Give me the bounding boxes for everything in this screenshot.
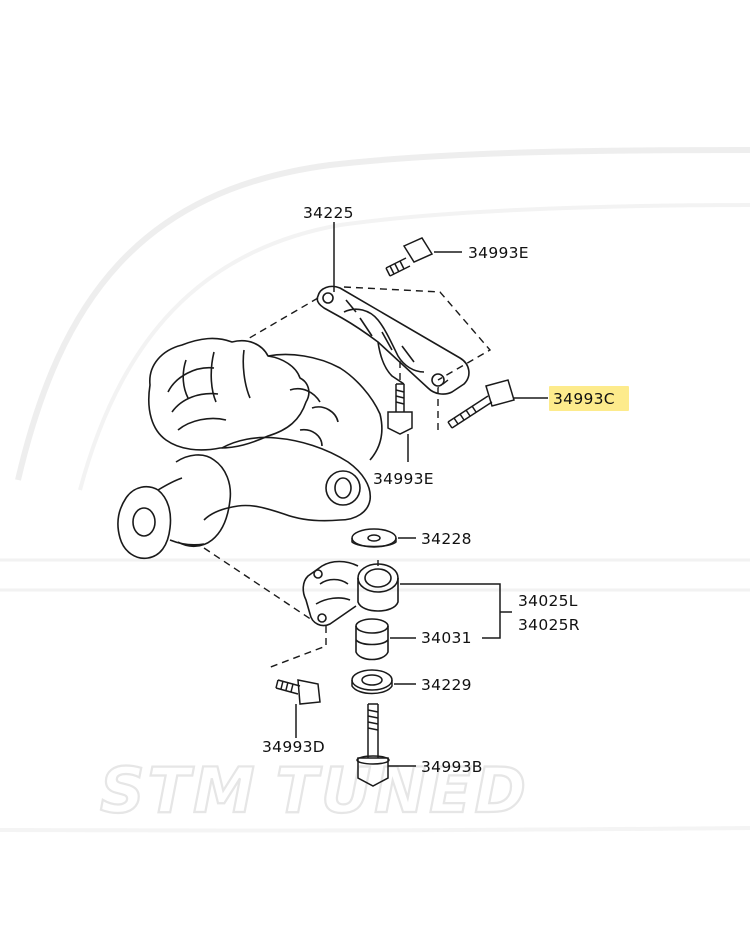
bolt-shank bbox=[447, 395, 493, 429]
watermark bbox=[0, 147, 750, 833]
washer-outer bbox=[351, 528, 397, 548]
bolt-thread bbox=[389, 260, 405, 275]
bolt-thread bbox=[453, 405, 477, 425]
label-34993C: 34993C bbox=[553, 390, 615, 408]
bolt-34993E-mid bbox=[387, 383, 413, 435]
bolt-shank bbox=[385, 257, 411, 277]
mount-sleeve-top-inner bbox=[364, 568, 392, 588]
label-34025L: 34025L bbox=[518, 592, 578, 610]
washer-edge bbox=[351, 538, 397, 548]
dash-bolt-c-to-bracket bbox=[437, 379, 449, 430]
dash-diff-to-mount bbox=[203, 547, 313, 621]
watermark-part1: STM bbox=[100, 754, 258, 827]
bolt-thread bbox=[367, 709, 379, 731]
bracket-outline bbox=[316, 285, 470, 395]
diff-input-bore bbox=[132, 507, 156, 537]
bolt-flange bbox=[356, 755, 390, 765]
diff-input-housing bbox=[175, 454, 232, 548]
dash-bolt-top-to-bracket bbox=[343, 286, 492, 381]
mount-arm-web bbox=[315, 578, 351, 605]
part-labels: 34225 34993E 34993C 34993E 34228 34025L … bbox=[262, 204, 615, 776]
label-34993E-top: 34993E bbox=[468, 244, 529, 262]
differential-housing bbox=[117, 337, 383, 560]
bolt-shank bbox=[275, 679, 301, 695]
bolt-head bbox=[485, 379, 515, 407]
bolt-34993E-top bbox=[385, 237, 434, 277]
bracket-leg bbox=[377, 341, 405, 385]
bushing-34031 bbox=[355, 618, 389, 661]
label-34025R: 34025R bbox=[518, 616, 580, 634]
bolt-head bbox=[357, 757, 389, 787]
label-34993D: 34993D bbox=[262, 738, 325, 756]
diff-cover-ribs bbox=[167, 349, 251, 431]
bolt-head bbox=[297, 679, 321, 705]
washer-inner bbox=[367, 534, 381, 542]
mount-hole-upper bbox=[313, 569, 323, 579]
leader-34025 bbox=[400, 583, 501, 639]
bracket-web bbox=[343, 308, 425, 373]
bolt-shank bbox=[367, 703, 379, 758]
label-34993E-mid: 34993E bbox=[373, 470, 434, 488]
mount-hole-lower bbox=[317, 613, 327, 623]
leader-lines bbox=[295, 222, 548, 767]
bracket-ribs bbox=[345, 299, 415, 363]
bolt-34993C bbox=[447, 379, 515, 429]
washer-34229 bbox=[351, 669, 393, 695]
bracket-hole-front bbox=[322, 292, 334, 304]
label-34229: 34229 bbox=[421, 676, 472, 694]
diff-body-upper bbox=[267, 353, 383, 461]
washer-34228 bbox=[351, 528, 397, 548]
dash-bracket-to-diff bbox=[245, 297, 319, 341]
bolt-head bbox=[387, 411, 413, 435]
highlight-34993C bbox=[549, 386, 629, 411]
watermark-swoosh-lower bbox=[0, 826, 750, 833]
label-34031: 34031 bbox=[421, 629, 472, 647]
bolt-head bbox=[402, 237, 434, 263]
washer-outer bbox=[351, 669, 393, 691]
bushing-groove bbox=[355, 639, 389, 646]
watermark-swoosh-inner bbox=[78, 203, 750, 491]
label-34228: 34228 bbox=[421, 530, 472, 548]
diff-input-flange bbox=[117, 485, 172, 560]
bolt-34993D bbox=[275, 679, 321, 705]
diff-cover-outline bbox=[148, 337, 310, 451]
diff-body-outline bbox=[203, 436, 372, 522]
bushing-body bbox=[355, 626, 389, 661]
dash-mount-to-bolt-d bbox=[267, 626, 327, 669]
washer-inner bbox=[361, 674, 383, 686]
label-34225: 34225 bbox=[303, 204, 354, 222]
mount-sleeve-body bbox=[357, 578, 399, 612]
bolt-34993B bbox=[356, 703, 390, 787]
watermark-swoosh-outer bbox=[15, 147, 750, 481]
watermark-swoosh-band bbox=[0, 558, 750, 592]
washer-edge bbox=[351, 680, 393, 695]
label-34993B: 34993B bbox=[421, 758, 483, 776]
watermark-part2: TUNED bbox=[276, 754, 529, 827]
mount-arm bbox=[302, 560, 359, 627]
diff-output-bore bbox=[334, 477, 352, 499]
bolt-thread bbox=[280, 680, 294, 693]
alignment-lines bbox=[203, 286, 492, 669]
upper-bracket bbox=[316, 285, 470, 395]
diff-input-neck bbox=[157, 477, 205, 546]
diff-body-details bbox=[289, 387, 339, 447]
bushing-top bbox=[355, 618, 389, 634]
bolt-thread bbox=[395, 389, 405, 405]
bracket-hole-rear bbox=[431, 373, 445, 387]
diff-output-boss bbox=[325, 470, 361, 506]
lower-mount bbox=[302, 560, 399, 627]
